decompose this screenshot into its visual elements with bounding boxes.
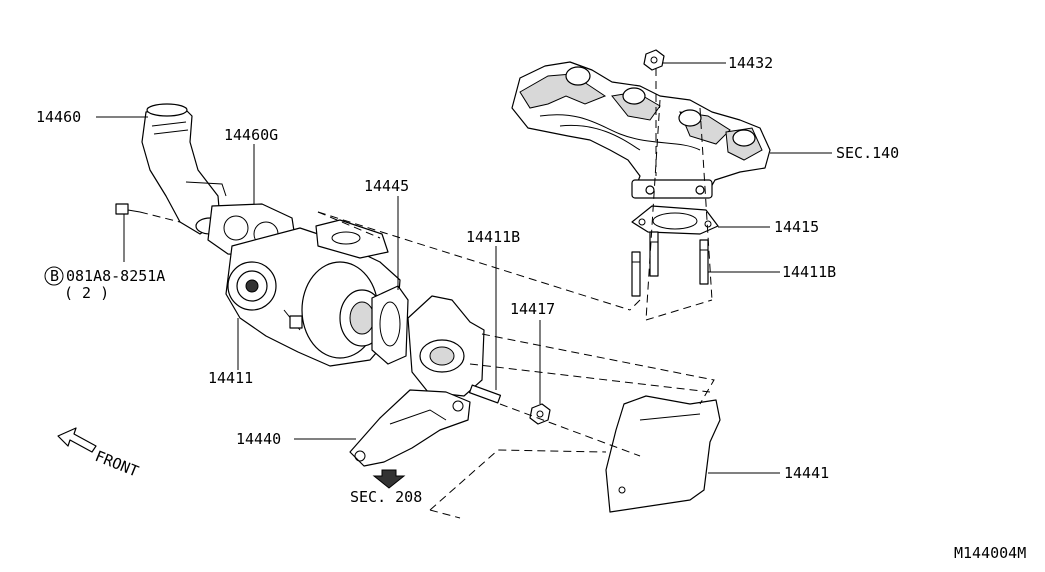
label-14415: 14415 — [774, 218, 819, 236]
label-14432: 14432 — [728, 54, 773, 72]
label-14411B-right: 14411B — [782, 263, 836, 281]
assembly-lines — [317, 68, 715, 519]
label-front: FRONT — [93, 447, 142, 481]
diagram-id: M144004M — [954, 544, 1026, 562]
bracket-14440 — [349, 389, 471, 467]
bolt-badge-circle — [44, 266, 64, 286]
label-14417: 14417 — [510, 300, 555, 318]
label-14460G: 14460G — [224, 126, 278, 144]
label-14411B-top: 14411B — [466, 228, 520, 246]
gasket-14445 — [371, 285, 409, 365]
down-arrow-icon — [372, 469, 406, 489]
gasket-14415 — [631, 205, 719, 235]
label-bolt-code: 081A8-8251A — [66, 267, 165, 285]
stud-14411B-middle — [468, 384, 502, 404]
leader-lines — [96, 62, 832, 474]
nut-14432 — [643, 49, 665, 71]
front-arrow-icon — [57, 427, 97, 453]
label-14441: 14441 — [784, 464, 829, 482]
label-bolt-qty: ( 2 ) — [64, 284, 109, 302]
nut-14417 — [529, 403, 551, 425]
bolt-081A8-8251A — [115, 203, 181, 223]
label-14411: 14411 — [208, 369, 253, 387]
label-14445: 14445 — [364, 177, 409, 195]
bolt-badge-letter: B — [50, 267, 59, 285]
label-sec208: SEC. 208 — [350, 488, 422, 506]
heat-shield-14441 — [605, 395, 721, 513]
exhaust-manifold — [511, 61, 771, 199]
label-sec140: SEC.140 — [836, 144, 899, 162]
label-14460: 14460 — [36, 108, 81, 126]
turbo-outlet-elbow — [407, 295, 485, 397]
turbocharger-14411 — [225, 219, 401, 367]
studs-14411B — [631, 231, 709, 297]
label-14440: 14440 — [236, 430, 281, 448]
